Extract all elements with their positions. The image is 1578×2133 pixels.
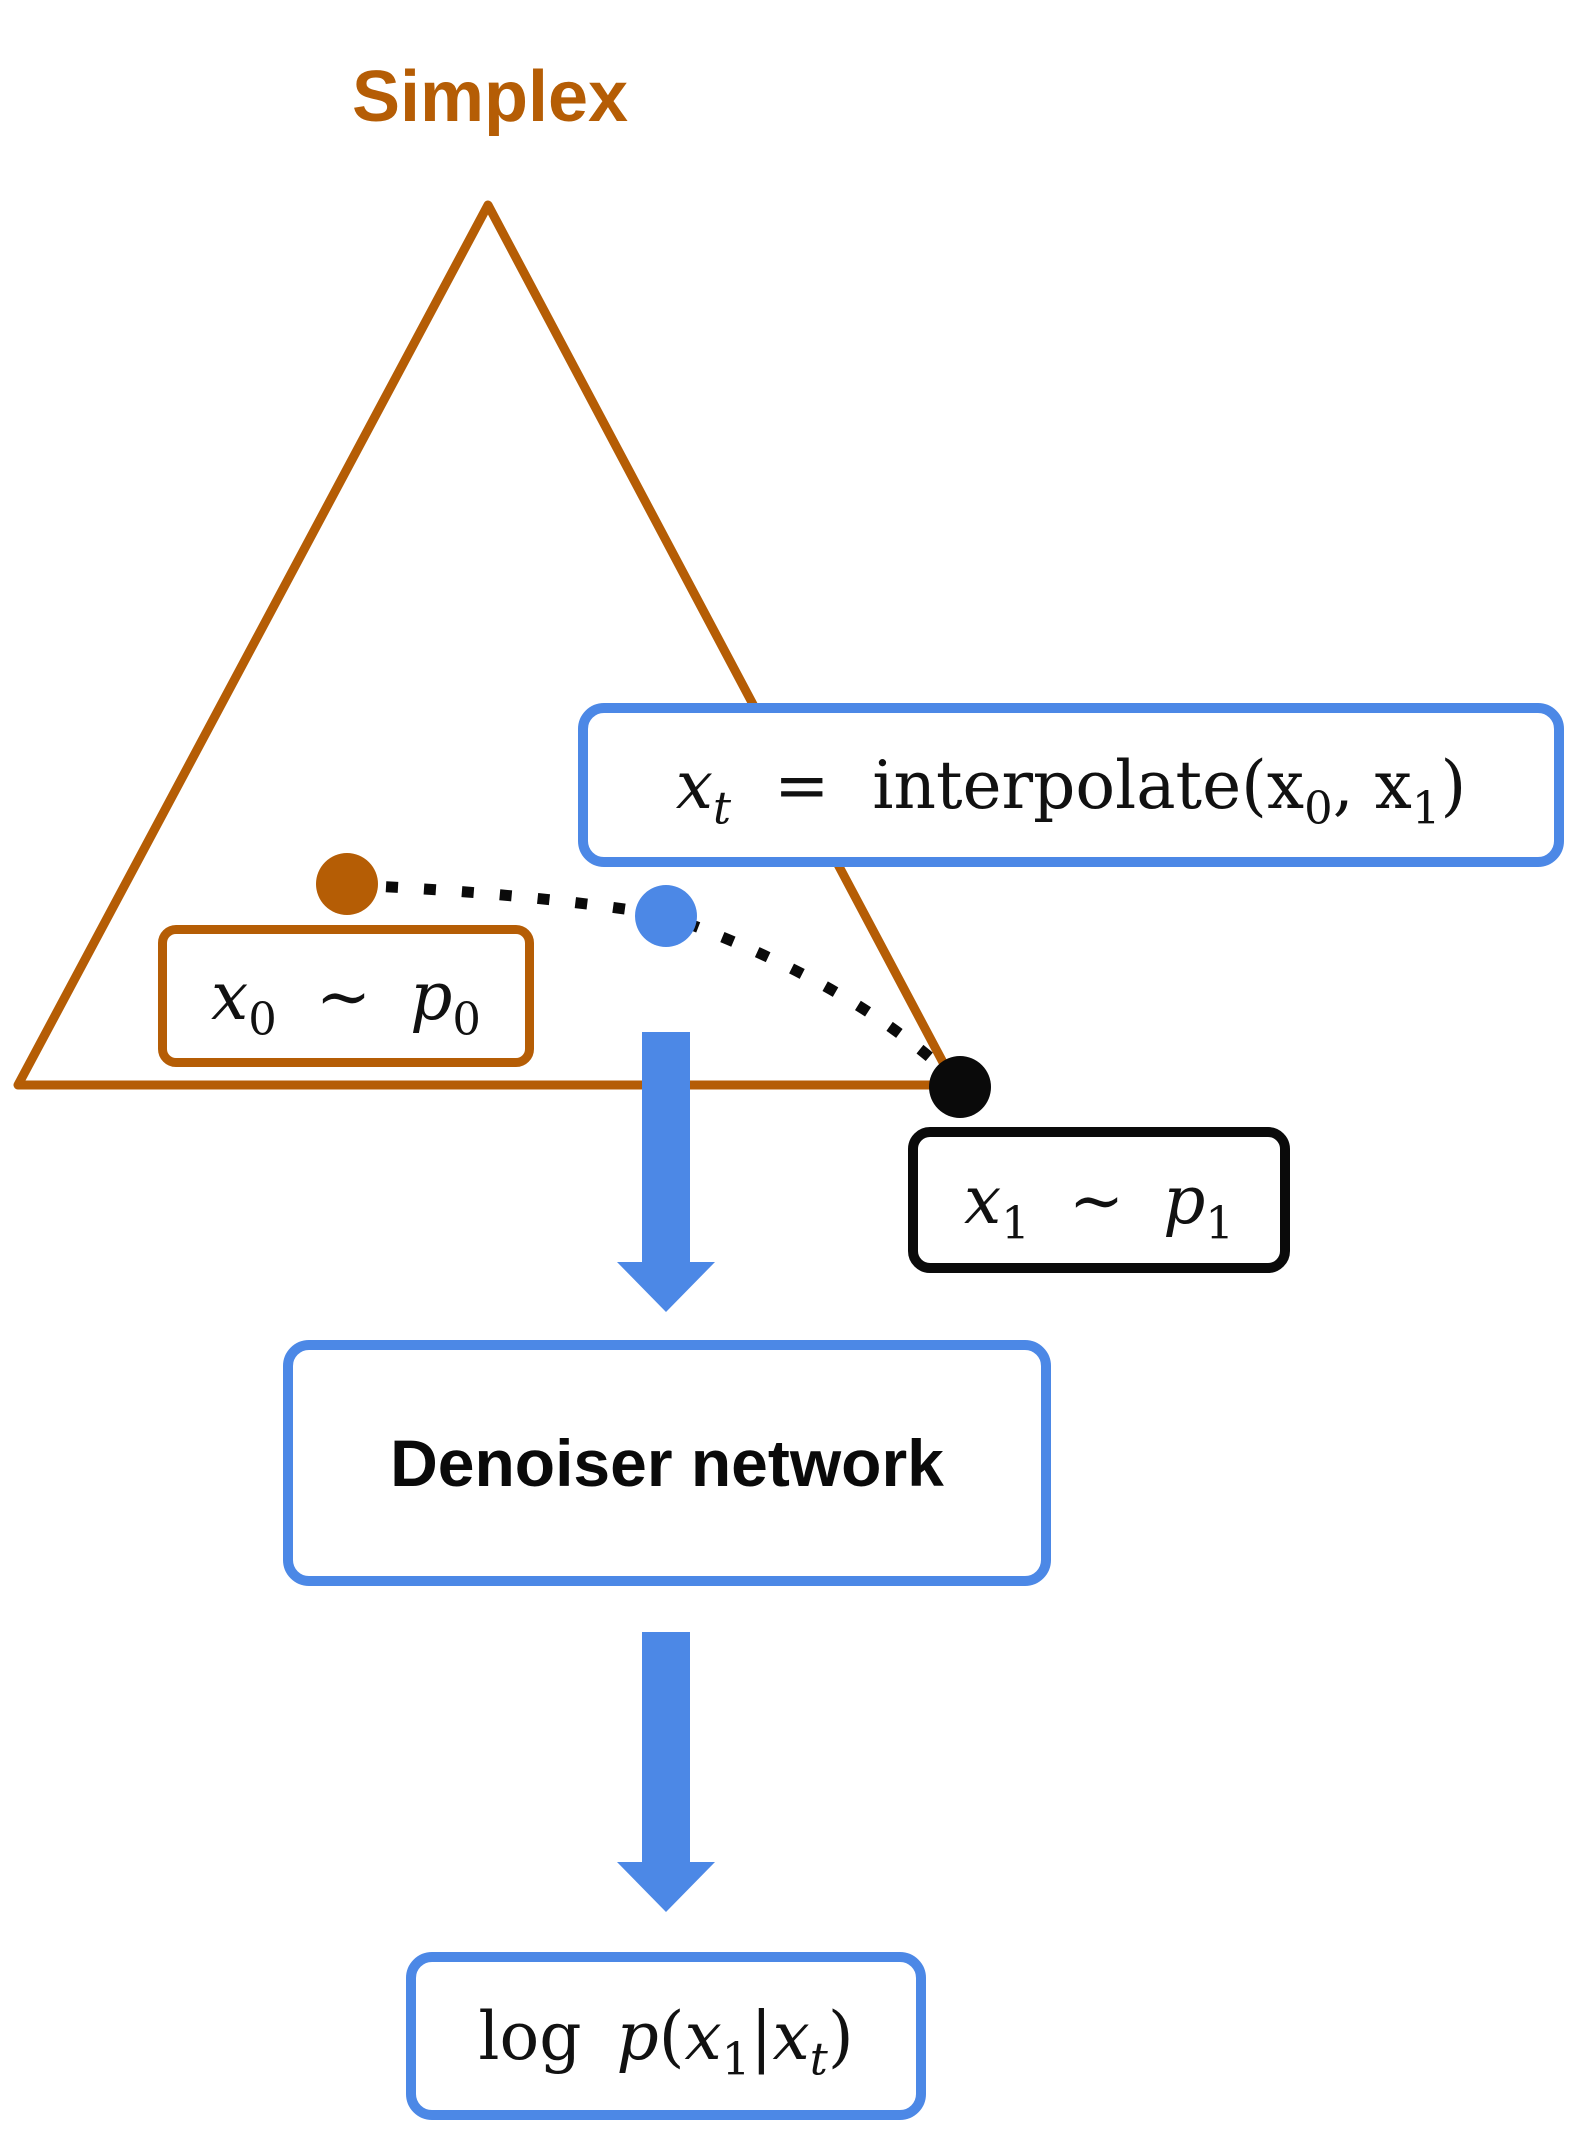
output-logprob-label: log p(x1|xt) [478, 1997, 854, 2086]
xt-label: xt = interpolate(x0, x1) [675, 746, 1467, 835]
x0-distribution-box: x0 ∼ p0 [158, 925, 534, 1067]
x1-point [929, 1056, 991, 1118]
x1-label: x1 ∼ p1 [964, 1161, 1234, 1250]
x1-distribution-box: x1 ∼ p1 [908, 1127, 1290, 1273]
xt-point [635, 885, 697, 947]
arrow-down-icon [617, 1032, 715, 1312]
x0-point [316, 853, 378, 915]
simplex-title: Simplex [351, 57, 629, 137]
arrow-down-icon [617, 1632, 715, 1912]
denoiser-network-label: Denoiser network [390, 1426, 944, 1500]
simplex-triangle [13, 200, 960, 1090]
denoiser-network-box: Denoiser network [283, 1340, 1051, 1586]
output-logprob-box: log p(x1|xt) [406, 1952, 926, 2120]
x0-label: x0 ∼ p0 [211, 957, 481, 1046]
xt-interpolation-box: xt = interpolate(x0, x1) [578, 703, 1564, 867]
